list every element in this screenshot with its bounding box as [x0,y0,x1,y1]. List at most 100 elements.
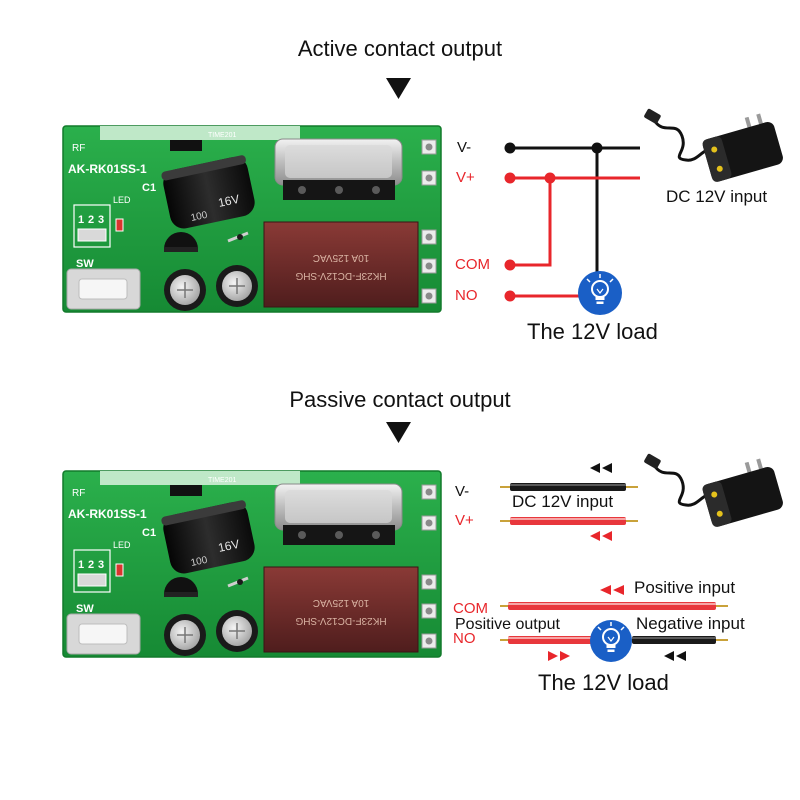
pin-hole [425,143,433,151]
crystal-can [274,138,403,186]
double-arrow-icon [590,463,612,473]
antenna-strip [100,471,300,485]
pin-label-no: NO [455,287,478,304]
positive-output-label: Positive output [455,616,560,633]
pin-hole [425,233,433,241]
capacitor-voltage: 16V [217,192,241,210]
silkscreen-c1: C1 [142,527,156,539]
silkscreen-sw: SW [76,603,94,615]
silkscreen-rf: RF [72,143,85,154]
capacitor-round [164,269,206,311]
silkscreen-pin2: 2 [88,214,94,226]
silkscreen-sw: SW [76,258,94,270]
pin-label-no: NO [453,630,476,647]
silkscreen-model: AK-RK01SS-1 [68,162,147,176]
capacitor-round [216,610,258,652]
jumper-pads [77,573,107,587]
relay: HK23F-DC12V-SHG 10A 125VAC [263,221,419,308]
reset-button [66,613,141,655]
pin-label-v-plus: V+ [455,512,474,529]
pin-hole [425,519,433,527]
load-label: The 12V load [527,319,658,344]
relay-rating: 10A 125VAC [313,252,370,263]
pin-label-v-minus: V- [455,483,470,500]
capacitor-voltage: 16V [217,537,241,555]
passive-v-plus-wire [500,517,638,525]
passive-no-red-wire [500,636,600,644]
silkscreen-c1: C1 [142,182,156,194]
led-indicator [115,218,124,232]
light-bulb-icon [578,271,622,315]
pin-hole [425,488,433,496]
relay-rating: 10A 125VAC [313,597,370,608]
capacitor-round [164,614,206,656]
power-adapter-icon [644,453,783,527]
pin-label-v-plus: V+ [456,169,475,186]
silkscreen-time: TIME201 [208,477,237,484]
pin-hole [425,578,433,586]
relay-board-passive: RF AK-RK01SS-1 C1 TIME201 LED 1 2 3 SW 1… [58,468,443,660]
double-arrow-icon [600,585,624,595]
positive-input-label: Positive input [634,578,736,597]
crystal-can [274,483,403,531]
header-pins [170,140,202,151]
pin-label-com: COM [455,256,490,273]
double-arrow-icon [590,531,612,541]
adapter-label: DC 12V input [666,187,768,206]
pin-hole [425,292,433,300]
silkscreen-led: LED [113,540,131,550]
jumper-outline [73,204,111,248]
passive-no-black-wire [624,636,728,644]
pin-hole [425,607,433,615]
power-adapter-icon [644,108,783,182]
active-section-title: Active contact output [297,36,503,61]
passive-section-title: Passive contact output [289,387,511,412]
pin-label-v-minus: V- [457,139,472,156]
led-indicator [115,563,124,577]
silkscreen-model: AK-RK01SS-1 [68,507,147,521]
electrolytic-capacitor-c1: 16V 100 [161,155,255,229]
jumper-outline [73,549,111,593]
transistor [164,232,198,252]
capacitor-value: 100 [190,210,209,224]
capacitor-round [216,265,258,307]
silkscreen-pin3: 3 [98,214,104,226]
light-bulb-icon [590,620,632,662]
down-triangle-icon [386,78,411,99]
active-red-wire [504,172,640,302]
pin-hole [425,262,433,270]
relay-board-active: RF AK-RK01SS-1 C1 TIME201 LED 1 2 3 SW 1… [58,123,443,315]
silkscreen-pin3: 3 [98,559,104,571]
silkscreen-rf: RF [72,488,85,499]
antenna-strip [100,126,300,140]
relay: HK23F-DC12V-SHG 10A 125VAC [263,566,419,653]
reset-button [66,268,141,310]
silkscreen-pin1: 1 [78,214,84,226]
jumper-pads [77,228,107,242]
transistor [164,577,198,597]
active-black-wire [504,142,640,272]
socket-header [283,180,395,200]
double-arrow-icon [548,651,570,661]
jumper-wire [227,576,249,588]
silkscreen-pin2: 2 [88,559,94,571]
down-triangle-icon [386,422,411,443]
electrolytic-capacitor-c1: 16V 100 [161,500,255,574]
silkscreen-led: LED [113,195,131,205]
silkscreen-pin1: 1 [78,559,84,571]
relay-model: HK23F-DC12V-SHG [295,270,386,281]
load-label: The 12V load [538,670,669,695]
adapter-label: DC 12V input [512,492,614,511]
relay-model: HK23F-DC12V-SHG [295,615,386,626]
header-pins [170,485,202,496]
jumper-wire [227,231,249,243]
double-arrow-icon [664,651,686,661]
pin-label-com: COM [453,600,488,617]
socket-header [283,525,395,545]
capacitor-value: 100 [190,555,209,569]
silkscreen-time: TIME201 [208,132,237,139]
passive-v-minus-wire [500,483,638,491]
pin-hole [425,174,433,182]
pin-hole [425,637,433,645]
